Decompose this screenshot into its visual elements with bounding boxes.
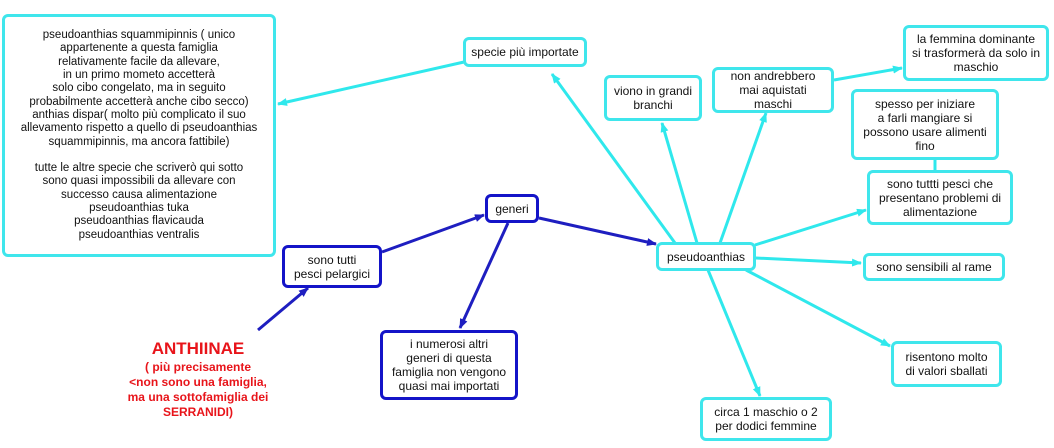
arrow-pseudo-to-problemi bbox=[754, 208, 867, 247]
arrow-specie-to-note bbox=[277, 60, 465, 106]
node-valori-sballati: risentono molto di valori sballati bbox=[891, 341, 1002, 387]
node-generi: generi bbox=[485, 194, 539, 223]
node-pesci-pelagici: sono tutti pesci pelargici bbox=[282, 245, 382, 288]
arrow-pseudo-to-circa bbox=[706, 269, 762, 397]
arrow-pelagici-to-generi bbox=[381, 213, 485, 254]
node-pseudoanthias: pseudoanthias bbox=[656, 242, 756, 271]
node-grandi-branchi: viono in grandi branchi bbox=[604, 75, 702, 121]
note-species-details: pseudoanthias squammipinnis ( unico appa… bbox=[2, 14, 276, 257]
arrow-pseudo-to-maschi bbox=[718, 112, 768, 244]
node-femmina-dominante: la femmina dominante si trasformerà da s… bbox=[903, 25, 1049, 81]
node-maschio-femmine: circa 1 maschio o 2 per dodici femmine bbox=[700, 397, 832, 441]
title-subtitle: ( più precisamente <non sono una famigli… bbox=[127, 360, 269, 419]
node-maschi: non andrebbero mai aquistati maschi bbox=[712, 67, 834, 113]
node-problemi-alimentazione: sono tuttti pesci che presentano problem… bbox=[867, 170, 1013, 225]
arrow-pseudo-to-valori bbox=[745, 268, 891, 348]
arrow-pseudo-to-branchi bbox=[660, 122, 699, 244]
node-spesso-alimenti: spesso per iniziare a farli mangiare si … bbox=[851, 89, 999, 160]
arrow-generi-to-pseudo bbox=[538, 216, 657, 246]
arrow-pseudo-to-rame bbox=[755, 256, 862, 267]
node-specie-importate: specie più importate bbox=[463, 37, 587, 67]
node-sensibili-rame: sono sensibili al rame bbox=[863, 253, 1005, 281]
node-altri-generi: i numerosi altri generi di questa famigl… bbox=[380, 330, 518, 400]
arrow-pseudo-to-specie bbox=[550, 73, 677, 244]
arrow-title-to-pelagici bbox=[257, 286, 309, 332]
anthiinae-title: ANTHIINAE ( più precisamente <non sono u… bbox=[92, 338, 304, 420]
arrow-maschi-to-femmina bbox=[833, 65, 903, 82]
arrow-generi-to-altri bbox=[458, 222, 510, 329]
title-main: ANTHIINAE bbox=[151, 339, 245, 358]
